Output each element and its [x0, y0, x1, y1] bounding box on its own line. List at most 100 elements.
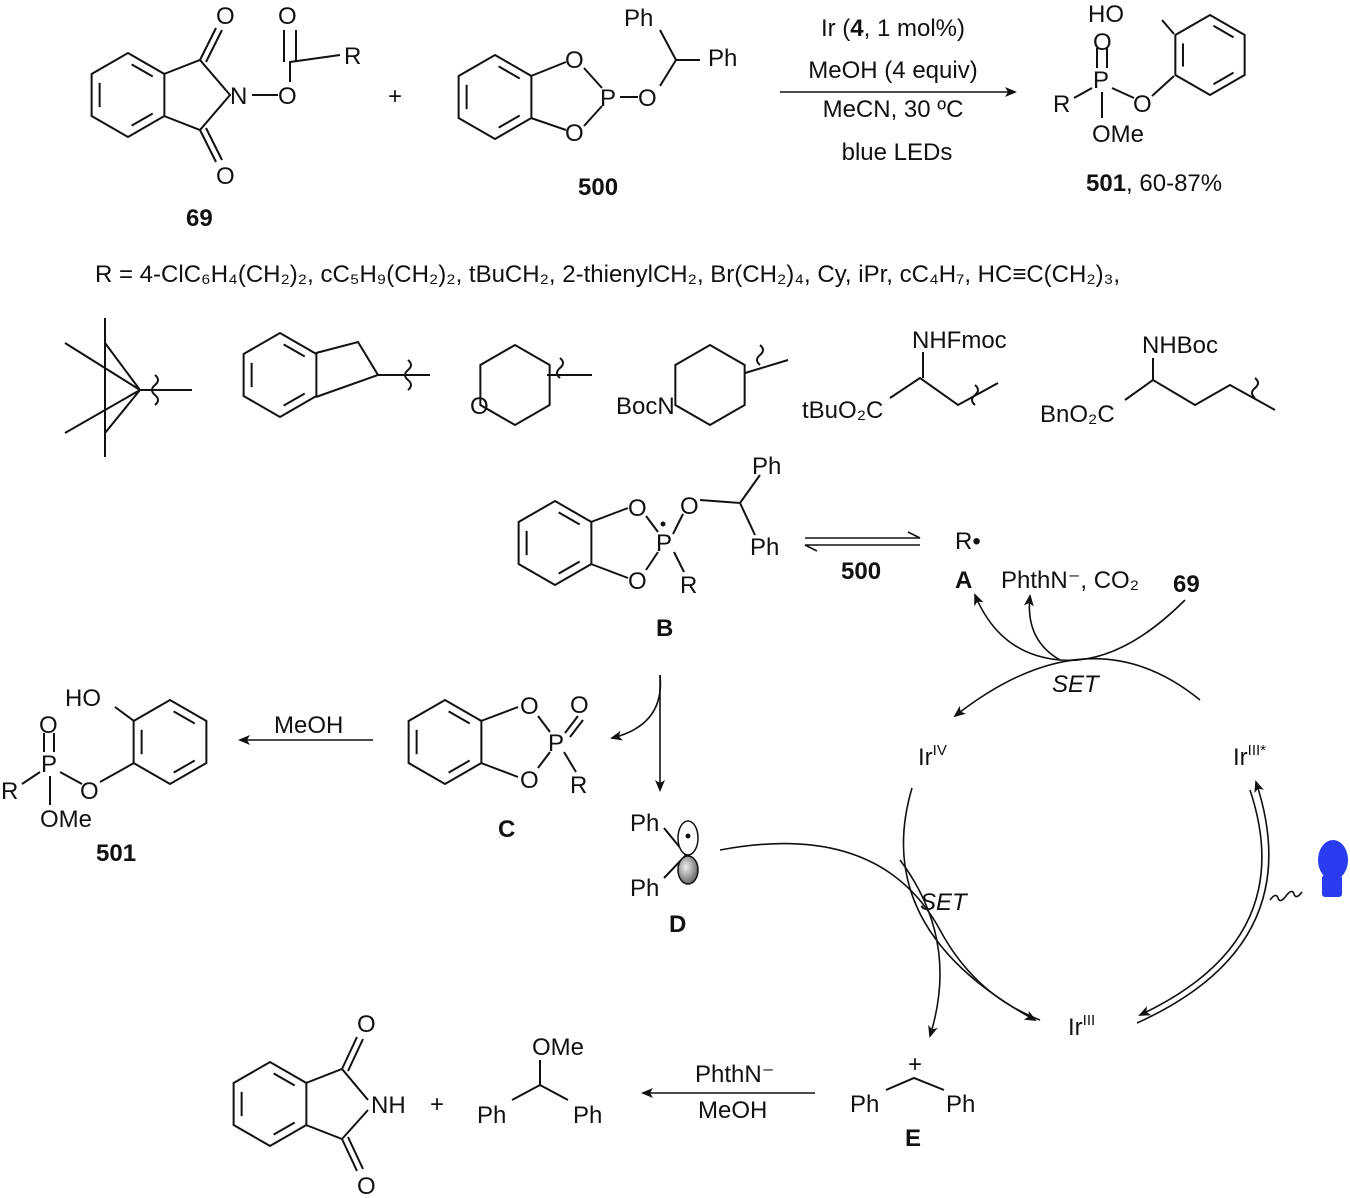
byproducts: PhthN⁻, CO₂	[1001, 567, 1139, 594]
intermediate-label: B	[656, 615, 673, 642]
aromatic-bond	[273, 1121, 296, 1136]
set-label-top: SET	[1052, 671, 1101, 698]
catalyst-text: Ir (4, 1 mol%)	[821, 15, 965, 42]
aromatic-bond	[498, 65, 521, 80]
atom-O: O	[39, 712, 58, 739]
atom-O: O	[628, 568, 647, 595]
atom-BnO2C: BnO₂C	[1040, 401, 1115, 428]
equilibrium-arrows	[804, 531, 921, 552]
atom-O: O	[520, 767, 539, 794]
reagent-69: 69	[1173, 571, 1200, 598]
atom-P: P	[1093, 67, 1109, 94]
benzhydryl-methyl-ether: OMe Ph Ph	[477, 1034, 602, 1129]
atom-O: O	[565, 120, 584, 147]
aromatic-bond	[283, 343, 306, 358]
radical-D: Ph Ph D	[630, 810, 699, 938]
atom-O: O	[638, 85, 657, 112]
atom-HO: HO	[65, 685, 101, 712]
atom-O: O	[565, 47, 584, 74]
light-bulb-icon	[1318, 840, 1348, 897]
atom-Ph: Ph	[624, 5, 653, 32]
atom-O: O	[278, 3, 297, 30]
atom-O: O	[680, 493, 699, 520]
product-label: 501, 60-87%	[1086, 170, 1222, 197]
aromatic-bond	[498, 114, 521, 129]
atom-OMe: OMe	[532, 1034, 584, 1061]
label-A: A	[955, 567, 972, 594]
aromatic-bond	[131, 63, 154, 78]
atom-NHBoc: NHBoc	[1142, 332, 1218, 359]
atom-Ph: Ph	[477, 1102, 506, 1129]
atom-O: O	[470, 393, 489, 420]
atom-Ph: Ph	[752, 453, 781, 480]
ring	[457, 53, 533, 141]
light-text: blue LEDs	[842, 139, 953, 166]
ring	[517, 499, 593, 587]
product-501: HO O P O R OMe 501, 60-87%	[1053, 1, 1222, 197]
intermediate-label: E	[905, 1125, 921, 1152]
compound-label: 69	[186, 205, 213, 232]
arrow-reagent-phthn: PhthN⁻	[695, 1061, 774, 1088]
atom-Ph: Ph	[750, 534, 779, 561]
atom-O: O	[1093, 29, 1112, 56]
ir-iii: IrIII	[1068, 1012, 1095, 1041]
phthalimide: O NH O	[305, 1011, 406, 1198]
ring	[407, 698, 483, 786]
atom-HO: HO	[1088, 1, 1124, 28]
aromatic-bond	[558, 511, 581, 526]
atom-P: P	[41, 751, 57, 778]
charge-plus: +	[908, 1051, 922, 1078]
intermediate-C: O P O O R C	[480, 692, 589, 843]
ring	[1174, 13, 1246, 97]
atom-BocN: BocN	[616, 393, 675, 420]
ring	[674, 343, 746, 427]
atom-O: O	[357, 1173, 376, 1198]
plus-sign: +	[388, 83, 402, 110]
aromatic-bond	[558, 560, 581, 575]
reagent-500: 500	[841, 558, 881, 585]
r-group-list: R = 4-ClC₆H₄(CH₂)₂, cC₅H₉(CH₂)₂, tBuCH₂,…	[95, 261, 1120, 288]
r-group-structures: O BocN NHFmoc tBuO₂C NHBoc BnO₂C	[64, 318, 1276, 457]
atom-Ph: Ph	[630, 810, 659, 837]
atom-Ph: Ph	[630, 875, 659, 902]
atom-Ph: Ph	[850, 1091, 879, 1118]
atom-NH: NH	[371, 1092, 406, 1119]
atom-R: R	[344, 43, 361, 70]
solvent-temp-text: MeCN, 30 ºC	[823, 96, 964, 123]
atom-P: P	[656, 530, 672, 557]
ring	[232, 1060, 308, 1148]
atom-O: O	[216, 3, 235, 30]
aromatic-bond	[283, 392, 306, 407]
reaction-conditions: Ir (4, 1 mol%) MeOH (4 equiv) MeCN, 30 º…	[780, 15, 1017, 166]
atom-O: O	[357, 1011, 376, 1038]
atom-OMe: OMe	[1092, 121, 1144, 148]
ir-iii-excited: IrIII*	[1233, 742, 1266, 771]
atom-O: O	[1133, 91, 1152, 118]
atom-O: O	[216, 163, 235, 190]
atom-OMe: OMe	[40, 806, 92, 833]
radical-A: R•	[955, 528, 981, 555]
aromatic-bond	[448, 759, 471, 774]
product-label: 501	[96, 840, 136, 867]
atom-O: O	[278, 83, 297, 110]
atom-tBuO2C: tBuO₂C	[802, 397, 883, 424]
compound-500: O P O O Ph Ph 500	[530, 5, 737, 201]
ring	[242, 331, 318, 419]
atom-Ph: Ph	[946, 1091, 975, 1118]
atom-O: O	[628, 495, 647, 522]
ir-iv: IrIV	[918, 742, 947, 771]
atom-P: P	[600, 85, 616, 112]
arrow-reagent-meoh: MeOH	[274, 712, 343, 739]
aromatic-bond	[448, 710, 471, 725]
aromatic-bond	[173, 759, 196, 774]
intermediate-label: C	[498, 816, 515, 843]
catalytic-cycle: SET IrIV IrIII* SET IrIII	[610, 593, 1303, 1041]
bulb-glass	[1318, 840, 1348, 880]
aromatic-bond	[1212, 71, 1235, 86]
atom-O: O	[80, 778, 99, 805]
atom-O: O	[570, 692, 589, 719]
product-501-mechanism: HO O P O R OMe 501	[1, 685, 136, 867]
intermediate-B: O O P O R Ph Ph B	[590, 453, 781, 642]
aromatic-bond	[173, 710, 196, 725]
